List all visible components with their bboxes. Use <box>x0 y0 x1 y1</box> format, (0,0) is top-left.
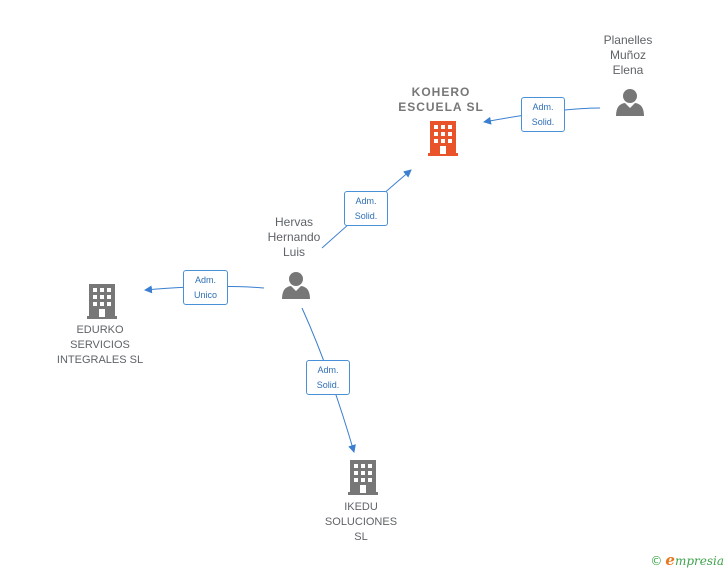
edge-label-hervas-kohero: Adm. Solid. <box>344 191 388 226</box>
brand-initial: e <box>665 551 675 569</box>
planelles-label[interactable]: Planelles Muñoz Elena <box>603 33 653 77</box>
kohero-label[interactable]: KOHERO ESCUELA SL <box>398 85 484 114</box>
edge-label-hervas-ikedu: Adm. Solid. <box>306 360 350 395</box>
ikedu-building-icon[interactable] <box>348 460 378 495</box>
edurko-building-icon[interactable] <box>87 284 117 319</box>
edge-label-planelles-kohero: Adm. Solid. <box>521 97 565 132</box>
edge-label-hervas-edurko: Adm. Unico <box>183 270 228 305</box>
hervas-person-icon[interactable] <box>282 272 310 299</box>
ikedu-label[interactable]: IKEDU SOLUCIONES SL <box>324 501 398 543</box>
hervas-label[interactable]: Hervas Hernando Luis <box>267 215 321 259</box>
empresia-watermark: ©empresia <box>650 551 724 569</box>
planelles-person-icon[interactable] <box>616 89 644 116</box>
edurko-label[interactable]: EDURKO SERVICIOS INTEGRALES SL <box>56 324 144 366</box>
brand-name: mpresia <box>674 554 724 568</box>
kohero-building-icon[interactable] <box>428 121 458 156</box>
copyright-symbol: © <box>650 554 663 568</box>
